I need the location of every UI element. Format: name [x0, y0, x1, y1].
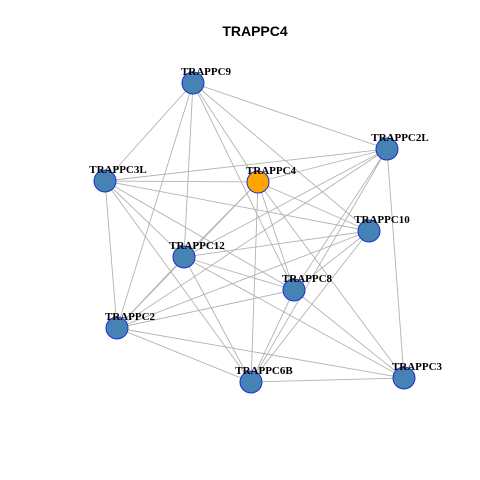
- edge-trappc10-trappc2: [116, 230, 370, 329]
- node-label: TRAPPC8: [282, 273, 333, 285]
- edge-trappc10-trappc6b: [250, 230, 370, 383]
- edge-trappc2l-trappc6b: [250, 148, 388, 383]
- edge-trappc3l-trappc6b: [104, 180, 252, 383]
- edge-trappc6b-trappc3: [250, 377, 405, 383]
- node-circle[interactable]: [375, 137, 399, 161]
- edge-trappc9-trappc3l: [104, 82, 194, 182]
- node-label: TRAPPC10: [354, 214, 410, 226]
- node-circle[interactable]: [357, 219, 381, 243]
- edge-trappc4-trappc10: [257, 181, 370, 232]
- node-trappc8[interactable]: TRAPPC8: [282, 273, 333, 302]
- node-label: TRAPPC3L: [89, 164, 146, 176]
- edge-trappc2l-trappc3l: [104, 148, 388, 182]
- edge-trappc9-trappc4: [192, 82, 259, 183]
- graph-title: TRAPPC4: [222, 23, 288, 39]
- node-trappc3[interactable]: TRAPPC3: [392, 361, 443, 390]
- edge-trappc2-trappc6b: [116, 327, 252, 383]
- node-label: TRAPPC2L: [371, 132, 428, 144]
- edge-trappc9-trappc12: [183, 82, 194, 258]
- node-label: TRAPPC3: [392, 361, 443, 373]
- node-circle[interactable]: [282, 278, 306, 302]
- node-circle[interactable]: [93, 169, 117, 193]
- node-trappc2l[interactable]: TRAPPC2L: [371, 132, 429, 161]
- edge-trappc12-trappc6b: [183, 256, 252, 383]
- edge-trappc12-trappc2: [116, 256, 185, 329]
- edge-trappc8-trappc2: [116, 289, 295, 329]
- node-circle[interactable]: [105, 316, 129, 340]
- edge-trappc4-trappc8: [257, 181, 295, 291]
- node-label: TRAPPC12: [169, 240, 225, 252]
- edge-layer: [104, 82, 405, 383]
- edge-trappc9-trappc10: [192, 82, 370, 232]
- edge-trappc12-trappc8: [183, 256, 295, 291]
- edge-trappc3l-trappc12: [104, 180, 185, 258]
- edge-trappc2l-trappc2: [116, 148, 388, 329]
- node-trappc10[interactable]: TRAPPC10: [354, 214, 410, 243]
- node-trappc2[interactable]: TRAPPC2: [105, 311, 156, 340]
- edge-trappc10-trappc8: [293, 230, 370, 291]
- edge-trappc10-trappc12: [183, 230, 370, 258]
- node-label: TRAPPC2: [105, 311, 156, 323]
- edge-trappc2l-trappc8: [293, 148, 388, 291]
- node-circle[interactable]: [246, 170, 270, 194]
- edge-trappc2l-trappc12: [183, 148, 388, 258]
- edge-trappc12-trappc3: [183, 256, 405, 379]
- node-trappc6b[interactable]: TRAPPC6B: [235, 365, 293, 394]
- edge-trappc2l-trappc3: [386, 148, 405, 379]
- node-trappc9[interactable]: TRAPPC9: [181, 66, 232, 95]
- edge-trappc4-trappc6b: [250, 181, 259, 383]
- edge-trappc2l-trappc4: [257, 148, 388, 183]
- edge-trappc8-trappc6b: [250, 289, 295, 383]
- node-circle[interactable]: [172, 245, 196, 269]
- edge-trappc3l-trappc10: [104, 180, 370, 232]
- node-label: TRAPPC4: [246, 165, 297, 177]
- edge-trappc9-trappc2l: [192, 82, 388, 150]
- node-label: TRAPPC9: [181, 66, 232, 78]
- edge-trappc8-trappc3: [293, 289, 405, 379]
- node-circle[interactable]: [239, 370, 263, 394]
- edge-trappc3l-trappc2: [104, 180, 118, 329]
- edge-trappc2-trappc3: [116, 327, 405, 379]
- node-trappc4[interactable]: TRAPPC4: [246, 165, 297, 194]
- edge-trappc9-trappc8: [192, 82, 295, 291]
- edge-trappc3l-trappc4: [104, 180, 259, 183]
- node-trappc3l[interactable]: TRAPPC3L: [89, 164, 147, 193]
- node-circle[interactable]: [181, 71, 205, 95]
- node-circle[interactable]: [392, 366, 416, 390]
- node-trappc12[interactable]: TRAPPC12: [169, 240, 225, 269]
- edge-trappc9-trappc2: [116, 82, 194, 329]
- node-label: TRAPPC6B: [235, 365, 293, 377]
